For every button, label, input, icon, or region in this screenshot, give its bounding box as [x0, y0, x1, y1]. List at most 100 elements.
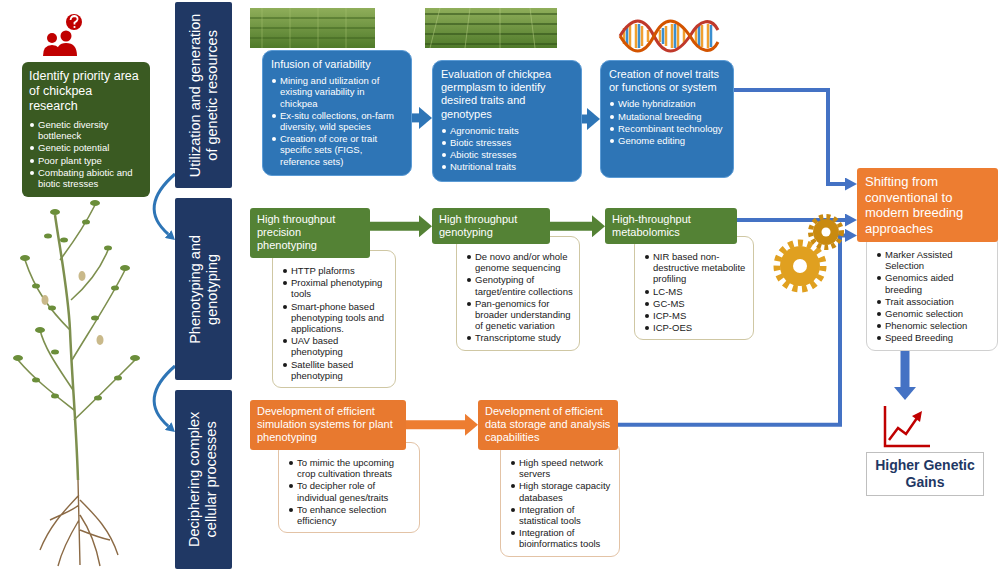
- bullet-box: Marker Assisted SelectionGenomics aided …: [866, 234, 998, 351]
- bullet-item: HTTP plaforms: [282, 265, 390, 276]
- box-heading: Development of efficient simulation syst…: [257, 405, 399, 445]
- bullet-item: Agronomic traits: [441, 125, 574, 136]
- box-heading: High throughput genotyping: [439, 213, 543, 239]
- field-photo: [425, 14, 557, 44]
- priority-box: Identify priority area of chickpea resea…: [22, 62, 150, 197]
- box-heading: Infusion of variability: [271, 58, 404, 71]
- growth-chart-icon: [885, 406, 930, 446]
- bullet-item: Integration of statistical tools: [510, 504, 614, 526]
- chickpea-plant: [55, 215, 78, 480]
- band-label: Deciphering complex cellular processes: [186, 397, 221, 562]
- process-box: Evaluation of chickpea germplasm to iden…: [432, 60, 582, 182]
- chickpea-plant: [51, 350, 59, 355]
- header-box: Shifting from conventional to modern bre…: [857, 168, 998, 242]
- bullet-item: De novo and/or whole genome sequencing: [466, 251, 574, 273]
- bullet-item: Abiotic stresses: [441, 149, 574, 160]
- field-photo: [250, 18, 375, 38]
- process-box: Infusion of variabilityMining and utiliz…: [262, 50, 412, 176]
- box-heading: High throughput precision phenotyping: [257, 213, 363, 253]
- growth-chart-icon: [885, 406, 930, 446]
- chickpea-plant: [120, 265, 130, 271]
- flow-arrow: [582, 115, 587, 124]
- chickpea-plant: [18, 205, 135, 420]
- gear-icon: [813, 219, 839, 245]
- bullet-item: Phenomic selection: [876, 320, 992, 331]
- bullet-item: Mining and utilization of existing varia…: [271, 75, 404, 109]
- flow-arrow: [734, 90, 845, 184]
- bullet-item: Trait association: [876, 296, 992, 307]
- chickpea-plant: [13, 355, 23, 361]
- people-question-icon: [43, 14, 82, 56]
- chickpea-plant: [111, 286, 119, 291]
- bullet-item: To mimic the upcoming crop cultivation t…: [288, 457, 414, 479]
- bullet-box: High speed network serversHigh storage c…: [500, 442, 620, 557]
- flow-arrow: [370, 222, 419, 231]
- chickpea-plant: [114, 376, 122, 381]
- bullet-item: NIR based non-destructive metabolite pro…: [644, 251, 748, 285]
- bullet-item: Genomics aided breeding: [876, 272, 992, 294]
- growth-chart-icon: [912, 411, 922, 422]
- box-heading: Creation of novel traits or functions or…: [609, 68, 726, 94]
- band-label: Utilization and generation of genetic re…: [186, 9, 221, 181]
- gear-icon: [777, 243, 823, 289]
- chickpea-plant: [35, 327, 45, 333]
- goal-box: Higher Genetic Gains: [866, 400, 984, 496]
- chickpea-plant: [79, 271, 86, 281]
- bullet-item: Genotyping of target/entire collections: [466, 274, 574, 296]
- section-band: Deciphering complex cellular processes: [175, 390, 232, 569]
- box-heading: Evaluation of chickpea germplasm to iden…: [441, 68, 574, 121]
- bullet-item: Mutational breeding: [609, 111, 726, 122]
- bullet-box: To mimic the upcoming crop cultivation t…: [278, 442, 420, 533]
- band-label: Phenotyping and genotyping: [186, 205, 221, 373]
- bullet-item: Transcriptome study: [466, 332, 574, 343]
- dna-helix: [627, 24, 711, 48]
- bullet-item: High storage capacity databases: [510, 480, 614, 502]
- chickpea-plant: [48, 306, 56, 311]
- chickpea-plant: [50, 209, 60, 215]
- gear-icon: [811, 217, 842, 248]
- bullet-item: Poor plant type: [29, 155, 144, 166]
- bullet-item: Wide hybridization: [609, 98, 726, 109]
- bullet-item: Genome editing: [609, 135, 726, 146]
- bullet-item: GC-MS: [644, 298, 748, 309]
- chickpea-plant: [60, 238, 68, 243]
- bullet-item: Integration of bioinformatics tools: [510, 527, 614, 549]
- bullet-item: Biotic stresses: [441, 137, 574, 148]
- gear-icon: [822, 228, 831, 237]
- process-box: Creation of novel traits or functions or…: [600, 60, 734, 178]
- growth-chart-icon: [889, 418, 917, 440]
- flow-arrow: [412, 113, 419, 122]
- bullet-item: Genetic potential: [29, 142, 144, 153]
- people-question-icon: [47, 33, 57, 43]
- field-photo: [425, 8, 557, 48]
- bullet-item: Combating abiotic and biotic stresses: [29, 167, 144, 189]
- chickpea-plant: [40, 480, 118, 566]
- box-heading: Shifting from conventional to modern bre…: [865, 174, 991, 236]
- people-question-icon: [71, 16, 78, 25]
- bullet-item: Creation of core or trait specific sets …: [271, 133, 404, 167]
- dna-helix: [620, 21, 718, 51]
- chickpea-plant: [32, 378, 40, 383]
- bullet-item: Smart-phone based phenotyping tools and …: [282, 301, 390, 335]
- people-question-icon: [43, 45, 61, 56]
- bullet-item: To decipher role of individual genes/tra…: [288, 480, 414, 502]
- bullet-item: Marker Assisted Selection: [876, 249, 992, 271]
- chickpea-plant: [44, 234, 52, 239]
- chickpea-plant: [130, 355, 140, 361]
- goal-text: Higher Genetic Gains: [866, 452, 984, 496]
- chickpea-plant: [20, 255, 30, 261]
- bullet-item: ICP-OES: [644, 322, 748, 333]
- bullet-box: NIR based non-destructive metabolite pro…: [634, 236, 754, 340]
- bullet-box: HTTP plaformsProximal phenotyping toolsS…: [272, 250, 396, 388]
- chickpea-plant: [51, 394, 59, 399]
- flow-arrow: [737, 218, 845, 222]
- section-band: Phenotyping and genotyping: [175, 198, 232, 380]
- field-photo: [425, 8, 557, 48]
- gear-icon: [777, 217, 842, 290]
- box-heading: High-throughput metabolomics: [612, 213, 730, 239]
- chickpea-plant: [91, 316, 99, 321]
- header-box: High-throughput metabolomics: [605, 208, 737, 244]
- people-question-icon: [66, 14, 82, 30]
- header-box: High throughput genotyping: [432, 208, 550, 244]
